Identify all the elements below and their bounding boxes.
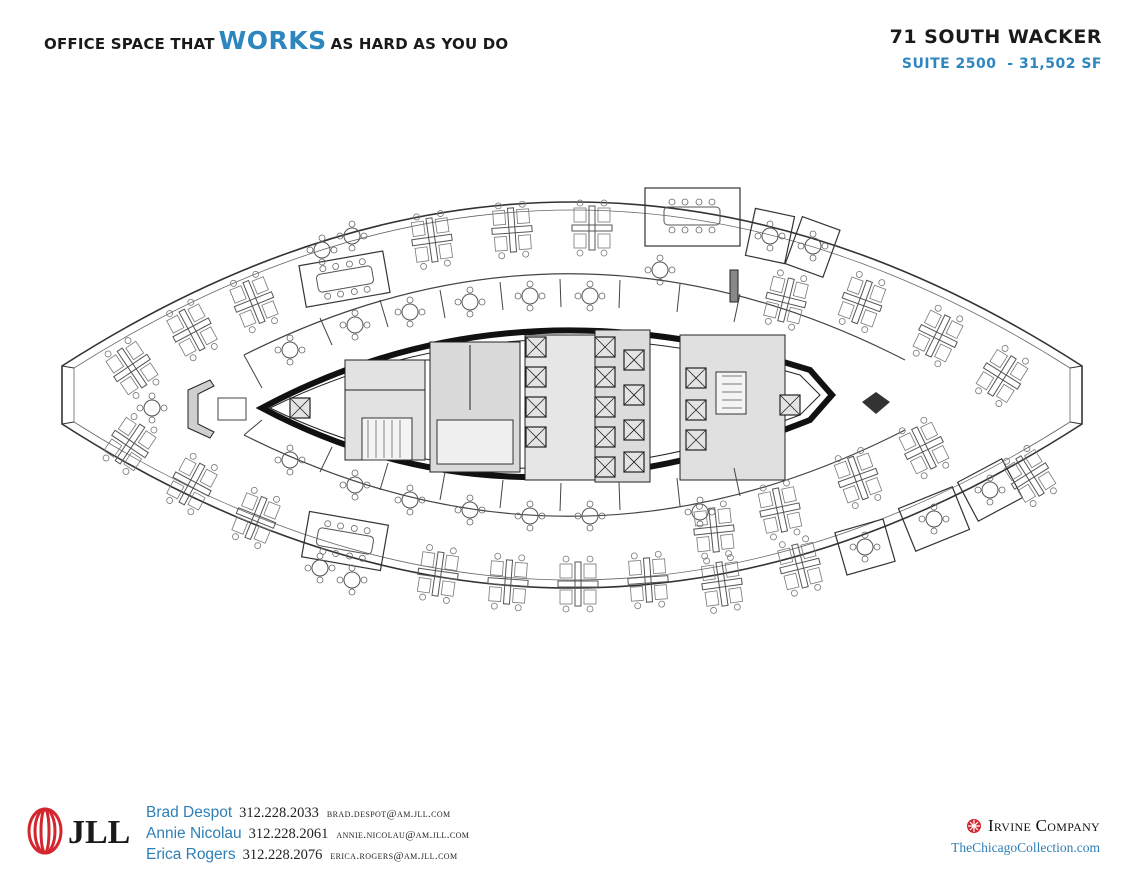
flower-icon bbox=[966, 819, 981, 833]
contact-phone: 312.228.2061 bbox=[248, 826, 329, 842]
website-link[interactable]: TheChicagoCollection.com bbox=[951, 840, 1100, 855]
contact-list: Brad Despot 312.228.2033 brad.despot@am.… bbox=[146, 802, 469, 865]
contact-row: Erica Rogers 312.228.2076 erica.rogers@a… bbox=[146, 844, 469, 865]
jll-mark-icon bbox=[27, 807, 63, 855]
tagline-emphasis: WORKS bbox=[218, 26, 327, 55]
contact-email: annie.nicolau@am.jll.com bbox=[336, 829, 470, 841]
contact-row: Brad Despot 312.228.2033 brad.despot@am.… bbox=[146, 802, 469, 823]
jll-wordmark: JLL bbox=[68, 814, 130, 851]
tagline-prefix: OFFICE SPACE THAT bbox=[44, 35, 215, 53]
building-title: 71 SOUTH WACKER bbox=[889, 26, 1102, 48]
irvine-company-logo: Irvine Company TheChicagoCollection.com bbox=[951, 816, 1100, 856]
jll-logo: JLL bbox=[26, 806, 134, 861]
contact-name: Brad Despot bbox=[146, 804, 233, 821]
contact-phone: 312.228.2033 bbox=[239, 805, 319, 821]
contact-email: brad.despot@am.jll.com bbox=[326, 808, 451, 820]
contact-phone: 312.228.2076 bbox=[242, 847, 323, 863]
contact-name: Annie Nicolau bbox=[146, 825, 242, 842]
irvine-company-name: Irvine Company bbox=[987, 816, 1100, 835]
suite-info: SUITE 2500 - 31,502 SF bbox=[901, 56, 1102, 72]
contact-name: Erica Rogers bbox=[146, 846, 236, 863]
contact-row: Annie Nicolau 312.228.2061 annie.nicolau… bbox=[146, 823, 469, 844]
tagline-suffix: AS HARD AS YOU DO bbox=[330, 35, 509, 53]
contact-email: erica.rogers@am.jll.com bbox=[330, 850, 458, 862]
